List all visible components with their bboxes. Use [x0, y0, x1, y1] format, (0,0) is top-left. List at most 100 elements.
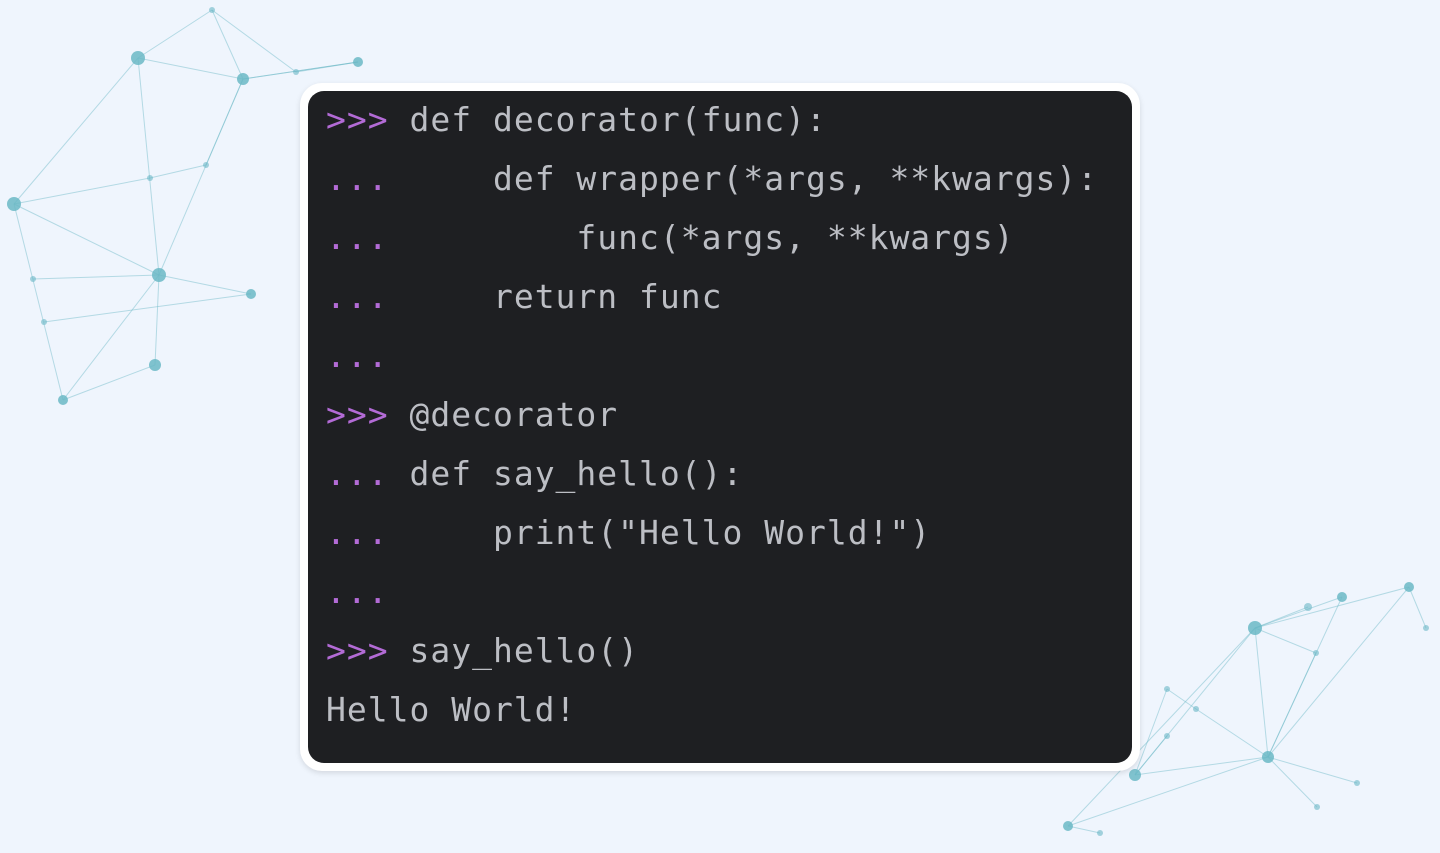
network-edge: [1195, 708, 1269, 758]
terminal-line: Hello World!: [326, 679, 1132, 740]
network-edge: [1408, 586, 1427, 629]
network-edge: [13, 177, 151, 205]
network-node: [1314, 804, 1320, 810]
prompt: >>>: [326, 395, 410, 434]
network-edge: [1267, 586, 1410, 758]
network-node: [1164, 733, 1170, 739]
network-edge: [242, 61, 359, 80]
prompt: ...: [326, 513, 410, 552]
network-node: [1354, 780, 1360, 786]
network-node: [1304, 603, 1312, 611]
network-edge: [1267, 756, 1358, 784]
network-node: [1248, 621, 1262, 635]
network-node: [147, 175, 153, 181]
network-edge: [1134, 627, 1256, 776]
network-edge: [1254, 606, 1309, 629]
terminal-line: ... return func: [326, 266, 1132, 327]
network-edge: [62, 274, 160, 401]
network-edge: [1067, 825, 1101, 834]
network-edge: [13, 57, 139, 205]
network-edge: [137, 57, 160, 276]
terminal-line: ... print("Hello World!"): [326, 502, 1132, 563]
network-edge: [62, 364, 156, 401]
prompt: ...: [326, 572, 410, 611]
network-edge: [13, 203, 160, 276]
network-edge: [1267, 652, 1317, 758]
code-text: return func: [409, 277, 723, 316]
network-edge: [43, 293, 252, 323]
network-edge: [1254, 586, 1410, 629]
prompt: ...: [326, 277, 410, 316]
network-node: [41, 319, 47, 325]
network-node: [152, 268, 166, 282]
code-card: >>> def decorator(func):... def wrapper(…: [300, 83, 1140, 771]
network-edge: [205, 78, 244, 166]
network-node: [1423, 625, 1429, 631]
network-node: [209, 7, 215, 13]
code-text: def say_hello():: [409, 454, 744, 493]
network-edge: [211, 9, 297, 73]
network-node: [1404, 582, 1414, 592]
network-edge: [1067, 756, 1269, 827]
network-edge: [154, 274, 160, 366]
network-edge: [32, 274, 160, 280]
network-edge: [158, 274, 252, 295]
network-node: [1337, 592, 1347, 602]
prompt: ...: [326, 159, 410, 198]
network-edge: [1134, 735, 1168, 776]
terminal-line: ... def say_hello():: [326, 443, 1132, 504]
prompt: ...: [326, 454, 410, 493]
network-node: [353, 57, 363, 67]
terminal-line: >>> @decorator: [326, 384, 1132, 445]
network-edge: [137, 57, 244, 80]
terminal-line: ...: [326, 325, 1132, 386]
network-edge: [1166, 688, 1197, 710]
code-text: say_hello(): [409, 631, 640, 670]
network-edge: [1267, 756, 1318, 808]
network-edge: [149, 164, 207, 179]
network-edge: [242, 61, 359, 80]
network-edge: [158, 78, 244, 276]
code-text: def wrapper(*args, **kwargs):: [409, 159, 1099, 198]
network-node: [1262, 751, 1274, 763]
network-edge: [211, 9, 244, 80]
network-edge: [295, 61, 359, 73]
network-node: [1063, 821, 1073, 831]
code-text: Hello World!: [326, 690, 577, 729]
network-node: [58, 395, 68, 405]
network-node: [1313, 650, 1319, 656]
python-terminal: >>> def decorator(func):... def wrapper(…: [308, 91, 1132, 763]
network-node: [237, 73, 249, 85]
network-node: [149, 359, 161, 371]
network-node: [1129, 769, 1141, 781]
code-text: print("Hello World!"): [409, 513, 932, 552]
network-edge: [1267, 596, 1343, 758]
terminal-line: >>> def decorator(func):: [326, 89, 1132, 150]
network-edge: [13, 203, 64, 401]
network-node: [246, 289, 256, 299]
terminal-line: ... def wrapper(*args, **kwargs):: [326, 148, 1132, 209]
network-edge: [1254, 596, 1343, 629]
code-text: @decorator: [409, 395, 619, 434]
code-text: def decorator(func):: [409, 100, 827, 139]
network-node: [30, 276, 36, 282]
prompt: >>>: [326, 100, 410, 139]
network-node: [7, 197, 21, 211]
network-node: [1164, 686, 1170, 692]
network-edge: [1067, 627, 1256, 827]
network-node: [203, 162, 209, 168]
network-node: [293, 69, 299, 75]
code-text: func(*args, **kwargs): [409, 218, 1015, 257]
network-node: [1193, 706, 1199, 712]
terminal-line: ...: [326, 561, 1132, 622]
network-edge: [1134, 688, 1168, 776]
prompt: >>>: [326, 631, 410, 670]
network-edge: [1254, 627, 1269, 758]
network-node: [1097, 830, 1103, 836]
terminal-line: >>> say_hello(): [326, 620, 1132, 681]
network-edge: [1254, 627, 1317, 654]
network-node: [131, 51, 145, 65]
network-edge: [137, 9, 213, 59]
prompt: ...: [326, 218, 410, 257]
prompt: ...: [326, 336, 410, 375]
